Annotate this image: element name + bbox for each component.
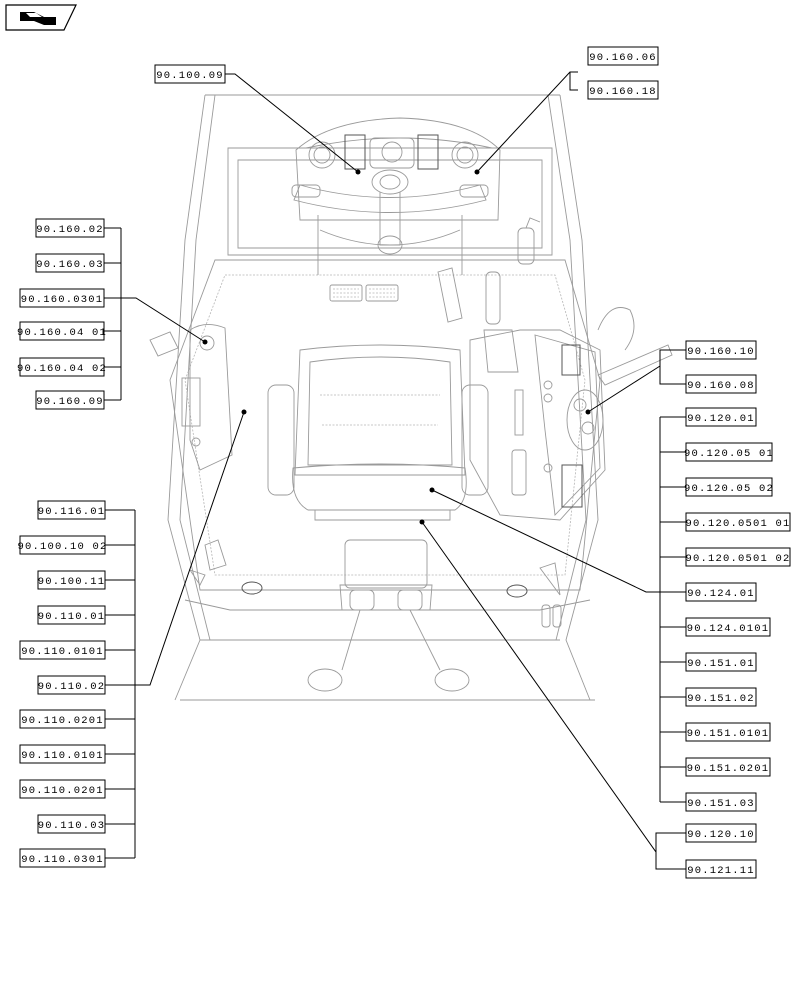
svg-text:90.124.01: 90.124.01 xyxy=(687,588,755,600)
part-label-90-160-03[interactable]: 90.160.03 xyxy=(35,253,105,273)
part-label-90-151-01[interactable]: 90.151.01 xyxy=(685,652,757,672)
svg-text:90.160.18: 90.160.18 xyxy=(589,86,657,98)
cab-illustration xyxy=(149,94,673,701)
part-label-90-110-0101[interactable]: 90.110.0101 xyxy=(19,640,106,660)
part-label-90-120-10[interactable]: 90.120.10 xyxy=(685,823,757,843)
part-label-90-120-0501-01[interactable]: 90.120.0501 01 xyxy=(685,512,791,532)
part-label-90-100-09[interactable]: 90.100.09 xyxy=(154,64,226,84)
svg-text:90.110.0201: 90.110.0201 xyxy=(21,715,104,727)
part-label-90-151-0101[interactable]: 90.151.0101 xyxy=(685,722,771,742)
back-arrow-icon[interactable] xyxy=(5,4,77,31)
part-label-90-110-01[interactable]: 90.110.01 xyxy=(37,605,106,625)
part-label-90-151-02[interactable]: 90.151.02 xyxy=(685,687,757,707)
svg-text:90.110.0101: 90.110.0101 xyxy=(21,750,104,762)
svg-text:90.121.11: 90.121.11 xyxy=(687,865,755,877)
svg-text:90.160.04 01: 90.160.04 01 xyxy=(17,327,107,339)
svg-text:90.120.0501 02: 90.120.0501 02 xyxy=(685,553,790,565)
svg-text:90.100.10 02: 90.100.10 02 xyxy=(17,541,107,553)
part-label-90-160-18[interactable]: 90.160.18 xyxy=(587,80,659,100)
svg-text:90.110.0201: 90.110.0201 xyxy=(21,785,104,797)
svg-text:90.160.02: 90.160.02 xyxy=(36,224,104,236)
part-label-90-160-09[interactable]: 90.160.09 xyxy=(35,390,105,410)
svg-text:90.120.0501 01: 90.120.0501 01 xyxy=(685,518,790,530)
svg-text:90.120.05 01: 90.120.05 01 xyxy=(684,448,774,460)
part-label-90-160-08[interactable]: 90.160.08 xyxy=(685,374,757,394)
svg-text:90.100.11: 90.100.11 xyxy=(38,576,106,588)
part-label-90-110-0201-b[interactable]: 90.110.0201 xyxy=(19,779,106,799)
part-label-90-110-0301[interactable]: 90.110.0301 xyxy=(19,848,106,868)
part-label-90-110-0101-b[interactable]: 90.110.0101 xyxy=(19,744,106,764)
part-label-90-100-10-02[interactable]: 90.100.10 02 xyxy=(17,535,107,555)
part-label-90-151-03[interactable]: 90.151.03 xyxy=(685,792,757,812)
svg-text:90.100.09: 90.100.09 xyxy=(156,70,224,82)
svg-text:90.124.0101: 90.124.0101 xyxy=(687,623,770,635)
part-label-90-116-01[interactable]: 90.116.01 xyxy=(37,500,106,520)
part-label-90-160-06[interactable]: 90.160.06 xyxy=(587,46,659,66)
svg-text:90.160.09: 90.160.09 xyxy=(36,396,104,408)
svg-text:90.160.04 02: 90.160.04 02 xyxy=(17,363,107,375)
svg-text:90.120.01: 90.120.01 xyxy=(687,413,755,425)
svg-text:90.110.01: 90.110.01 xyxy=(38,611,106,623)
svg-text:90.160.06: 90.160.06 xyxy=(589,52,657,64)
part-label-90-160-02[interactable]: 90.160.02 xyxy=(35,218,105,238)
svg-text:90.160.0301: 90.160.0301 xyxy=(21,294,104,306)
part-label-90-120-01[interactable]: 90.120.01 xyxy=(685,407,757,427)
part-label-90-160-10[interactable]: 90.160.10 xyxy=(685,340,757,360)
leader-lines xyxy=(104,71,686,870)
part-label-90-120-0501-02[interactable]: 90.120.0501 02 xyxy=(685,547,791,567)
svg-text:90.160.10: 90.160.10 xyxy=(687,346,755,358)
part-label-90-160-04-02[interactable]: 90.160.04 02 xyxy=(17,357,107,377)
svg-text:90.110.0101: 90.110.0101 xyxy=(21,646,104,658)
svg-text:90.120.10: 90.120.10 xyxy=(687,829,755,841)
svg-text:90.116.01: 90.116.01 xyxy=(38,506,106,518)
svg-text:90.151.0201: 90.151.0201 xyxy=(687,763,770,775)
part-label-90-120-05-01[interactable]: 90.120.05 01 xyxy=(684,442,774,462)
part-label-90-110-03[interactable]: 90.110.03 xyxy=(37,814,106,834)
svg-text:90.160.03: 90.160.03 xyxy=(36,259,104,271)
svg-text:90.151.01: 90.151.01 xyxy=(687,658,755,670)
svg-text:90.160.08: 90.160.08 xyxy=(687,380,755,392)
part-label-90-120-05-02[interactable]: 90.120.05 02 xyxy=(684,477,774,497)
svg-text:90.110.02: 90.110.02 xyxy=(38,681,106,693)
part-label-90-124-01[interactable]: 90.124.01 xyxy=(685,582,757,602)
part-label-90-151-0201[interactable]: 90.151.0201 xyxy=(685,757,771,777)
svg-text:90.151.03: 90.151.03 xyxy=(687,798,755,810)
part-label-90-160-0301[interactable]: 90.160.0301 xyxy=(19,288,105,308)
svg-text:90.120.05 02: 90.120.05 02 xyxy=(684,483,774,495)
svg-text:90.151.0101: 90.151.0101 xyxy=(687,728,770,740)
part-label-90-100-11[interactable]: 90.100.11 xyxy=(37,570,106,590)
svg-text:90.110.03: 90.110.03 xyxy=(38,820,106,832)
part-label-90-121-11[interactable]: 90.121.11 xyxy=(685,859,757,879)
leader-dots xyxy=(202,169,591,525)
svg-text:90.110.0301: 90.110.0301 xyxy=(21,854,104,866)
svg-text:90.151.02: 90.151.02 xyxy=(687,693,755,705)
part-label-90-110-0201[interactable]: 90.110.0201 xyxy=(19,709,106,729)
part-label-90-124-0101[interactable]: 90.124.0101 xyxy=(685,617,771,637)
part-label-90-160-04-01[interactable]: 90.160.04 01 xyxy=(17,321,107,341)
part-label-90-110-02[interactable]: 90.110.02 xyxy=(37,675,106,695)
